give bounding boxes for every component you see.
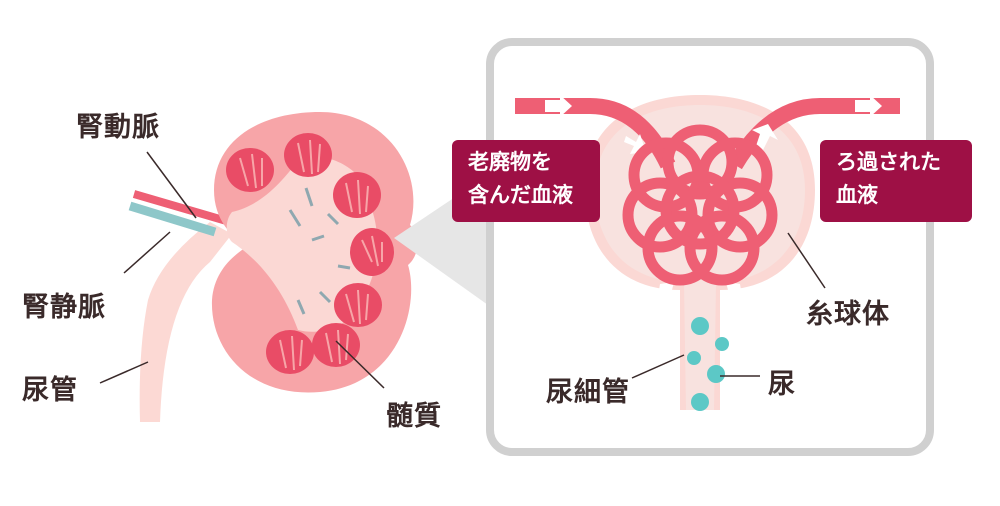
callout-incoming-line2: 含んだ血液 [468,183,573,207]
filter-arrow-left [656,282,676,308]
label-medulla: 髄質 [386,401,442,432]
filter-arrow-right [724,282,744,308]
label-renal-vein: 腎静脈 [22,292,106,323]
callout-incoming-line1: 老廃物を [468,150,552,174]
leader-lines-right [631,232,826,379]
label-tubule: 尿細管 [546,377,630,408]
papillae-ticks [288,187,351,315]
callout-outgoing-line1: ろ過された [836,150,941,174]
urine-particles [687,317,729,411]
callout-outgoing-line2: 血液 [836,183,878,207]
label-renal-artery: 腎動脈 [76,112,160,143]
pyramid-stripes [239,139,383,371]
label-ureter: 尿管 [22,375,78,406]
flow-arrows [545,95,882,154]
glomerulus-loops [622,124,778,286]
leader-lines-left [99,151,385,389]
label-glomerulus: 糸球体 [806,299,890,330]
afferent-vessel [515,98,676,169]
efferent-vessel [728,98,900,170]
renal-artery-vessel [132,190,232,226]
callout-filtered-blood: ろ過された 血液 [820,140,972,222]
callout-incoming-blood: 老廃物を 含んだ血液 [452,140,600,222]
renal-vein-vessel [128,201,217,237]
label-urine: 尿 [768,369,796,400]
ureter-tube [139,222,232,422]
